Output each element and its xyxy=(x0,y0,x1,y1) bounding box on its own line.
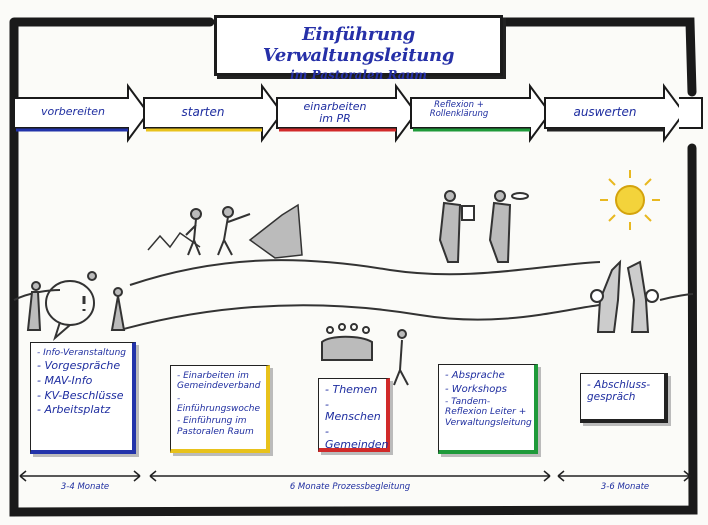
card-item: Vorgespräche xyxy=(37,360,126,373)
card-item: Einarbeiten im Gemeindeverband xyxy=(177,371,260,392)
phase-label-3: einarbeiten im PR xyxy=(303,100,367,125)
card-item: Info-Veranstaltung xyxy=(37,348,126,358)
phase-arrow-6-stub xyxy=(679,97,703,129)
phase-arrow-4 xyxy=(410,82,552,144)
phase-label-2: starten xyxy=(181,105,225,119)
mountain-peak xyxy=(248,203,303,259)
phase-label-1: vorbereiten xyxy=(41,105,105,118)
arrow-shapes xyxy=(13,82,703,144)
page-title: Einführung Verwaltungsleitung xyxy=(262,24,455,66)
card-reflexion: Absprache Workshops Tandem-Reflexion Lei… xyxy=(438,364,538,454)
phase-arrow-1 xyxy=(13,82,150,144)
road-lower xyxy=(119,304,601,331)
card-auswerten: Abschluss-gespräch xyxy=(580,373,668,423)
card-item: Arbeitsplatz xyxy=(37,404,126,417)
speech-bubble-icon xyxy=(45,280,95,342)
phase-label-4: Reflexion + Rollenklärung xyxy=(429,100,489,119)
road-upper xyxy=(129,259,601,286)
card-item: Abschluss-gespräch xyxy=(587,379,658,403)
high-five-icon xyxy=(590,259,659,333)
road-right xyxy=(659,293,694,301)
duration-label-2: 6 Monate Prozessbegleitung xyxy=(289,482,411,492)
mountain-shape xyxy=(147,231,201,251)
frame-border xyxy=(9,17,698,517)
road-left xyxy=(13,289,61,301)
card-starten: Einarbeiten im Gemeindeverband Einführun… xyxy=(170,365,270,453)
card-item: Tandem-Reflexion Leiter + Verwaltungslei… xyxy=(445,397,532,428)
phase-arrows: vorbereiten starten einarbeiten im PR Re… xyxy=(0,0,708,160)
card-item: Absprache xyxy=(445,370,528,382)
card-item: Einführung im Pastoralen Raum xyxy=(177,416,260,437)
title-box: Einführung Verwaltungsleitung im Pastora… xyxy=(214,15,503,82)
card-item: MAV-Info xyxy=(37,374,126,388)
walking-people-icon xyxy=(185,206,251,256)
card-item: KV-Beschlüsse xyxy=(37,389,126,403)
card-item: Gemeinden xyxy=(325,426,389,451)
phase-arrow-3 xyxy=(276,82,418,144)
card-item: Menschen xyxy=(325,399,381,424)
phase-arrow-5 xyxy=(544,82,686,144)
group-people-icon xyxy=(26,271,126,331)
card-einarbeiten: Themen Menschen Gemeinden xyxy=(318,378,390,452)
page-subtitle: im Pastoralen Raum xyxy=(290,68,427,82)
phase-label-5: auswerten xyxy=(573,105,637,119)
duration-label-3: 3-6 Monate xyxy=(600,482,650,492)
card-item: Themen xyxy=(325,383,380,397)
sun-icon xyxy=(600,170,660,230)
team-people-icon xyxy=(321,323,409,386)
timeline-arrows xyxy=(19,470,691,482)
card-item: Workshops xyxy=(445,384,528,396)
presenter-people-icon xyxy=(438,190,529,263)
phase-arrow-2 xyxy=(143,82,284,144)
card-vorbereiten: Info-Veranstaltung Vorgespräche MAV-Info… xyxy=(30,342,136,454)
duration-label-1: 3-4 Monate xyxy=(60,482,110,492)
card-item: Einführungswoche xyxy=(177,394,260,415)
